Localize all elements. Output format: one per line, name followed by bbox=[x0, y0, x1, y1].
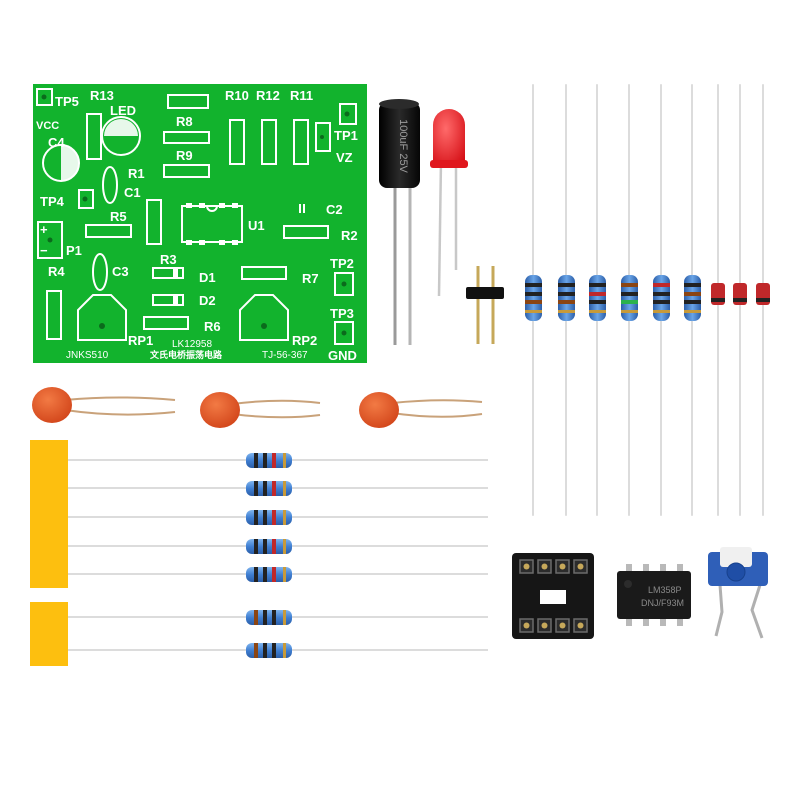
label-r3: R3 bbox=[160, 252, 177, 267]
label-r8: R8 bbox=[176, 114, 193, 129]
label-r2: R2 bbox=[341, 228, 358, 243]
ic-socket bbox=[512, 553, 594, 639]
pin-header bbox=[466, 266, 504, 344]
label-tp5: TP5 bbox=[55, 94, 79, 109]
vertical-diode bbox=[756, 283, 770, 305]
vertical-components bbox=[525, 84, 770, 516]
label-r5: R5 bbox=[110, 209, 127, 224]
label-r7: R7 bbox=[302, 271, 319, 286]
vertical-diode bbox=[733, 283, 747, 305]
label-rp2: RP2 bbox=[292, 333, 317, 348]
ceramic-capacitor bbox=[200, 392, 321, 428]
horizontal-resistor bbox=[246, 567, 292, 582]
label-c1: C1 bbox=[124, 185, 141, 200]
vertical-resistor bbox=[558, 275, 575, 321]
horizontal-resistor bbox=[246, 610, 292, 625]
red-led bbox=[430, 109, 468, 297]
ic-marking-line2: DNJ/F93M bbox=[641, 598, 684, 608]
ceramic-capacitors bbox=[32, 387, 483, 428]
vertical-resistor bbox=[684, 275, 701, 321]
pcb-board: TP5 R13 LED R10 R12 R11 VCC C4 R8 TP1 R9… bbox=[33, 84, 367, 363]
label-c3: C3 bbox=[112, 264, 129, 279]
tape-strip bbox=[30, 602, 68, 666]
label-r6: R6 bbox=[204, 319, 221, 334]
label-r9: R9 bbox=[176, 148, 193, 163]
label-tp4: TP4 bbox=[40, 194, 65, 209]
op-amp-ic: LM358P DNJ/F93M bbox=[617, 564, 691, 626]
led-footprint bbox=[101, 116, 141, 156]
label-rp1: RP1 bbox=[128, 333, 153, 348]
label-d1: D1 bbox=[199, 270, 216, 285]
horizontal-resistor bbox=[246, 453, 292, 468]
label-tj: TJ-56-367 bbox=[262, 350, 308, 361]
tape-strip bbox=[30, 440, 68, 588]
label-vz: VZ bbox=[336, 150, 353, 165]
label-lk12958: LK12958 bbox=[172, 339, 212, 350]
vertical-resistor bbox=[621, 275, 638, 321]
label-d2: D2 bbox=[199, 293, 216, 308]
label-r10: R10 bbox=[225, 88, 249, 103]
vertical-resistor bbox=[653, 275, 670, 321]
vertical-diode bbox=[711, 283, 725, 305]
ic-marking-line1: LM358P bbox=[648, 585, 682, 595]
label-c2: C2 bbox=[326, 202, 343, 217]
label-p1: P1 bbox=[66, 243, 82, 258]
label-jnks510: JNKS510 bbox=[66, 350, 109, 361]
vertical-resistor bbox=[525, 275, 542, 321]
trimmer-potentiometer bbox=[708, 547, 768, 639]
horizontal-resistor bbox=[246, 643, 292, 658]
pcb-pads bbox=[41, 94, 350, 336]
vertical-resistor bbox=[589, 275, 606, 321]
label-tp2: TP2 bbox=[330, 256, 354, 271]
label-u1: U1 bbox=[248, 218, 265, 233]
label-r12: R12 bbox=[256, 88, 280, 103]
horizontal-resistor bbox=[246, 510, 292, 525]
horizontal-resistor bbox=[246, 539, 292, 554]
ceramic-capacitor bbox=[359, 392, 483, 428]
ic-socket-pads bbox=[186, 203, 238, 245]
label-c4: C4 bbox=[48, 135, 65, 150]
svg-text:−: − bbox=[40, 243, 48, 258]
label-r11: R11 bbox=[290, 88, 313, 103]
taped-resistors bbox=[30, 440, 488, 666]
label-r1: R1 bbox=[128, 166, 145, 181]
pcb-silkscreen-outlines bbox=[36, 88, 357, 345]
label-tp3: TP3 bbox=[330, 306, 354, 321]
ceramic-capacitor bbox=[32, 387, 176, 423]
label-r13: R13 bbox=[90, 88, 114, 103]
label-r4: R4 bbox=[48, 264, 65, 279]
horizontal-resistor bbox=[246, 481, 292, 496]
svg-text:+: + bbox=[40, 222, 48, 237]
capacitor-marking: 100uF 25V bbox=[397, 119, 409, 173]
electrolytic-capacitor: 100uF 25V bbox=[379, 99, 420, 345]
pcb-substrate bbox=[33, 84, 367, 363]
label-led: LED bbox=[110, 103, 136, 118]
label-title-cn: 文氏电桥振荡电路 bbox=[149, 349, 223, 360]
label-tp1: TP1 bbox=[334, 128, 358, 143]
label-gnd: GND bbox=[328, 348, 357, 363]
label-vcc: VCC bbox=[36, 120, 59, 132]
